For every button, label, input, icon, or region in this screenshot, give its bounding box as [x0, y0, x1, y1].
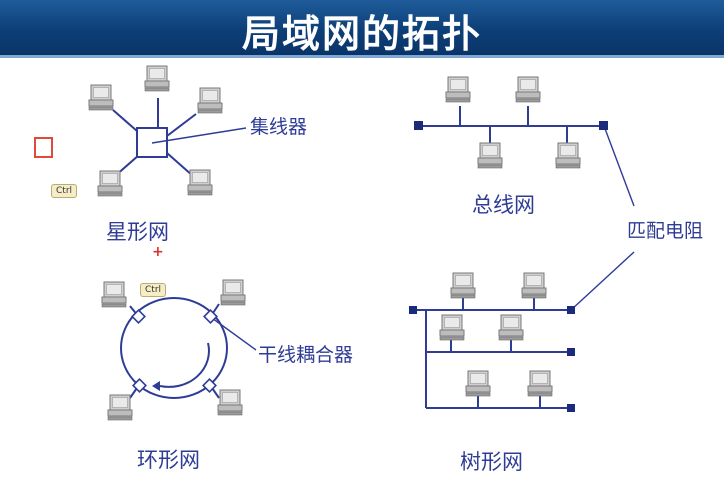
- ctrl-badge: Ctrl: [51, 184, 78, 198]
- terminator-square: [409, 306, 417, 314]
- computer-icon: [439, 314, 465, 341]
- title-bar: 局域网的拓扑: [0, 0, 724, 58]
- computer-icon: [187, 169, 213, 196]
- selection-square: [34, 137, 53, 158]
- coupler-diamond: [203, 309, 218, 324]
- coupler-diamond: [131, 309, 146, 324]
- tree-network: [413, 251, 635, 409]
- star-network-label: 星形网: [106, 220, 169, 244]
- computer-icon: [88, 84, 114, 111]
- computer-icon: [101, 281, 127, 308]
- computer-icon: [107, 394, 133, 421]
- ctrl-badge: Ctrl: [140, 283, 167, 297]
- star-network: [112, 98, 247, 177]
- terminator-square: [567, 348, 575, 356]
- computer-icon: [220, 279, 246, 306]
- computer-icon: [477, 142, 503, 169]
- coupler-diamond: [202, 378, 217, 393]
- page-title: 局域网的拓扑: [241, 12, 482, 56]
- terminator-square: [567, 404, 575, 412]
- coupler-diamond: [132, 378, 147, 393]
- computer-icon: [465, 370, 491, 397]
- bus-network-label: 总线网: [472, 193, 535, 217]
- computer-icon: [527, 370, 553, 397]
- computer-icon: [515, 76, 541, 103]
- ring-network-label: 环形网: [137, 448, 200, 472]
- terminator-square: [414, 121, 423, 130]
- computer-icon: [450, 272, 476, 299]
- terminator-square: [599, 121, 608, 130]
- computer-icon: [521, 272, 547, 299]
- bus-network: [418, 106, 635, 207]
- terminator-square: [567, 306, 575, 314]
- computer-icon: [197, 87, 223, 114]
- computer-icon: [217, 389, 243, 416]
- plus-marker: +: [152, 244, 164, 260]
- computer-icon: [555, 142, 581, 169]
- computer-icon: [498, 314, 524, 341]
- computer-icon: [144, 65, 170, 92]
- hub-label: 集线器: [250, 116, 308, 138]
- coupler-label: 干线耦合器: [258, 344, 354, 366]
- computer-icon: [445, 76, 471, 103]
- tree-network-label: 树形网: [460, 450, 523, 474]
- computer-icon: [97, 170, 123, 197]
- terminator-label: 匹配电阻: [627, 220, 704, 242]
